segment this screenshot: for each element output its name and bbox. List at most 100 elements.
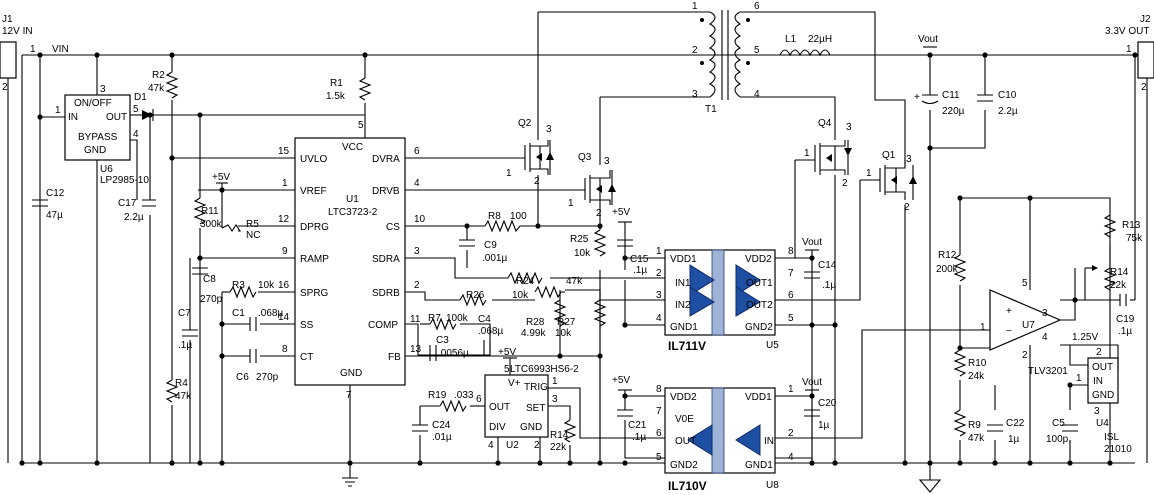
net-5v-1: +5V xyxy=(212,172,230,183)
comparator-u7: + − U7 5 3 1 4 2 TLV3201 1.25V xyxy=(980,278,1098,377)
junctions xyxy=(19,52,1138,466)
svg-text:U7: U7 xyxy=(1022,320,1035,331)
svg-text:C22: C22 xyxy=(1006,418,1025,429)
diode-d1: D1 xyxy=(134,92,154,121)
svg-text:.033: .033 xyxy=(454,390,474,401)
svg-text:1: 1 xyxy=(804,148,810,159)
svg-text:OUT1: OUT1 xyxy=(746,278,773,289)
svg-text:VDD1: VDD1 xyxy=(745,392,772,403)
svg-text:2: 2 xyxy=(842,178,848,189)
svg-text:8: 8 xyxy=(788,246,794,257)
svg-text:C14: C14 xyxy=(818,260,837,271)
svg-text:R24: R24 xyxy=(516,276,535,287)
mosfet-q3: Q3 3 1 2 xyxy=(568,152,616,219)
svg-text:R5: R5 xyxy=(246,219,259,230)
svg-text:C10: C10 xyxy=(998,90,1017,101)
svg-text:.068µ: .068µ xyxy=(258,308,283,319)
svg-text:TLV3201: TLV3201 xyxy=(1028,366,1068,377)
svg-text:Q3: Q3 xyxy=(578,152,592,163)
net-vin-label: VIN xyxy=(52,44,69,55)
svg-text:7: 7 xyxy=(788,268,794,279)
ground-triangle xyxy=(918,463,942,493)
j2-label: 3.3V OUT xyxy=(1105,26,1149,37)
svg-text:.068µ: .068µ xyxy=(478,326,503,337)
svg-text:5: 5 xyxy=(656,452,662,463)
svg-text:5: 5 xyxy=(754,45,760,56)
svg-text:C8: C8 xyxy=(203,274,216,285)
svg-text:47k: 47k xyxy=(566,276,583,287)
svg-text:1: 1 xyxy=(282,178,288,189)
svg-text:14: 14 xyxy=(278,312,290,323)
svg-text:C19: C19 xyxy=(1116,314,1135,325)
svg-text:R8: R8 xyxy=(488,211,501,222)
svg-text:100: 100 xyxy=(510,211,527,222)
net-5v-4: +5V xyxy=(612,375,630,386)
svg-text:R26: R26 xyxy=(466,290,485,301)
svg-text:IN: IN xyxy=(764,436,774,447)
svg-text:UVLO: UVLO xyxy=(300,154,327,165)
svg-text:2: 2 xyxy=(414,280,420,291)
j2-ref: J2 xyxy=(1140,14,1151,25)
svg-text:220µ: 220µ xyxy=(942,106,965,117)
svg-text:LTC3723-2: LTC3723-2 xyxy=(328,207,378,218)
svg-text:C5: C5 xyxy=(1052,418,1065,429)
svg-text:ON/OFF: ON/OFF xyxy=(74,98,112,109)
svg-text:7: 7 xyxy=(346,390,352,401)
svg-text:22k: 22k xyxy=(1110,280,1127,291)
svg-text:ISL: ISL xyxy=(1104,432,1119,443)
svg-text:V+: V+ xyxy=(508,378,521,389)
svg-text:R19: R19 xyxy=(428,390,447,401)
svg-text:BYPASS: BYPASS xyxy=(78,132,118,143)
svg-text:C15: C15 xyxy=(630,254,649,265)
svg-text:R10: R10 xyxy=(968,358,987,369)
svg-text:2: 2 xyxy=(1141,82,1147,93)
svg-text:OUT: OUT xyxy=(1092,362,1113,373)
u2-pin5: 5 xyxy=(504,364,510,375)
svg-text:R14: R14 xyxy=(550,430,569,441)
svg-text:2: 2 xyxy=(534,440,540,451)
svg-text:T1: T1 xyxy=(705,104,717,115)
svg-text:IN: IN xyxy=(68,112,78,123)
svg-text:47k: 47k xyxy=(175,391,192,402)
svg-text:10k: 10k xyxy=(512,290,529,301)
inductor-l1: L1 22µH xyxy=(779,34,930,57)
svg-text:3: 3 xyxy=(1094,406,1100,417)
svg-text:U6: U6 xyxy=(100,164,113,175)
svg-text:+: + xyxy=(1006,306,1012,317)
svg-text:3: 3 xyxy=(846,122,852,133)
capacitor-symbols xyxy=(32,94,1127,432)
svg-text:U1: U1 xyxy=(346,194,359,205)
transformer-t1: 1 2 3 6 5 4 T1 xyxy=(692,1,760,115)
svg-text:47k: 47k xyxy=(148,83,165,94)
svg-text:C24: C24 xyxy=(432,420,451,431)
svg-text:R28: R28 xyxy=(526,317,545,328)
svg-text:3: 3 xyxy=(100,84,106,95)
svg-text:1µ: 1µ xyxy=(1008,434,1020,445)
svg-text:75k: 75k xyxy=(1126,233,1143,244)
svg-text:R27: R27 xyxy=(557,317,576,328)
svg-text:13: 13 xyxy=(410,344,422,355)
svg-text:IL710V: IL710V xyxy=(668,479,707,493)
svg-text:3: 3 xyxy=(414,246,420,257)
svg-text:3: 3 xyxy=(692,89,698,100)
svg-text:3: 3 xyxy=(546,124,552,135)
svg-text:6: 6 xyxy=(414,146,420,157)
svg-text:IN1: IN1 xyxy=(675,278,691,289)
svg-text:3: 3 xyxy=(1042,308,1048,319)
svg-text:R3: R3 xyxy=(232,280,245,291)
mosfet-q2: Q2 3 1 2 xyxy=(506,118,554,187)
svg-text:270p: 270p xyxy=(200,294,223,305)
svg-text:Q1: Q1 xyxy=(882,150,896,161)
svg-text:TRIG: TRIG xyxy=(524,382,548,393)
svg-text:C21: C21 xyxy=(628,420,647,431)
svg-text:.1µ: .1µ xyxy=(178,340,192,351)
svg-text:7: 7 xyxy=(656,406,662,417)
svg-text:GND1: GND1 xyxy=(745,460,773,471)
svg-text:2: 2 xyxy=(656,268,662,279)
svg-text:1.5k: 1.5k xyxy=(326,91,346,102)
svg-text:NC: NC xyxy=(246,230,260,241)
svg-text:GND: GND xyxy=(84,145,106,156)
svg-text:D1: D1 xyxy=(134,92,147,103)
svg-text:R13: R13 xyxy=(1122,220,1141,231)
r14-ref: R14 xyxy=(1110,267,1129,278)
